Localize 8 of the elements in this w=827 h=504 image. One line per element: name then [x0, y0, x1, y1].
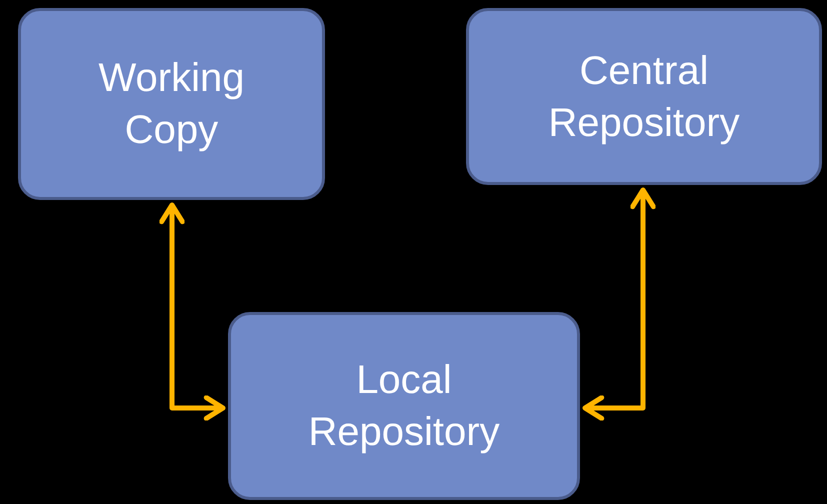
- process-box: [228, 312, 580, 500]
- box-label: Local Repository: [307, 357, 501, 456]
- process-box: [466, 8, 822, 185]
- box-label: Central Repository: [547, 48, 741, 146]
- double-arrow: [582, 188, 656, 421]
- double-arrow: [159, 202, 226, 421]
- process-box: [18, 8, 325, 200]
- box-label: Working Copy: [98, 55, 246, 154]
